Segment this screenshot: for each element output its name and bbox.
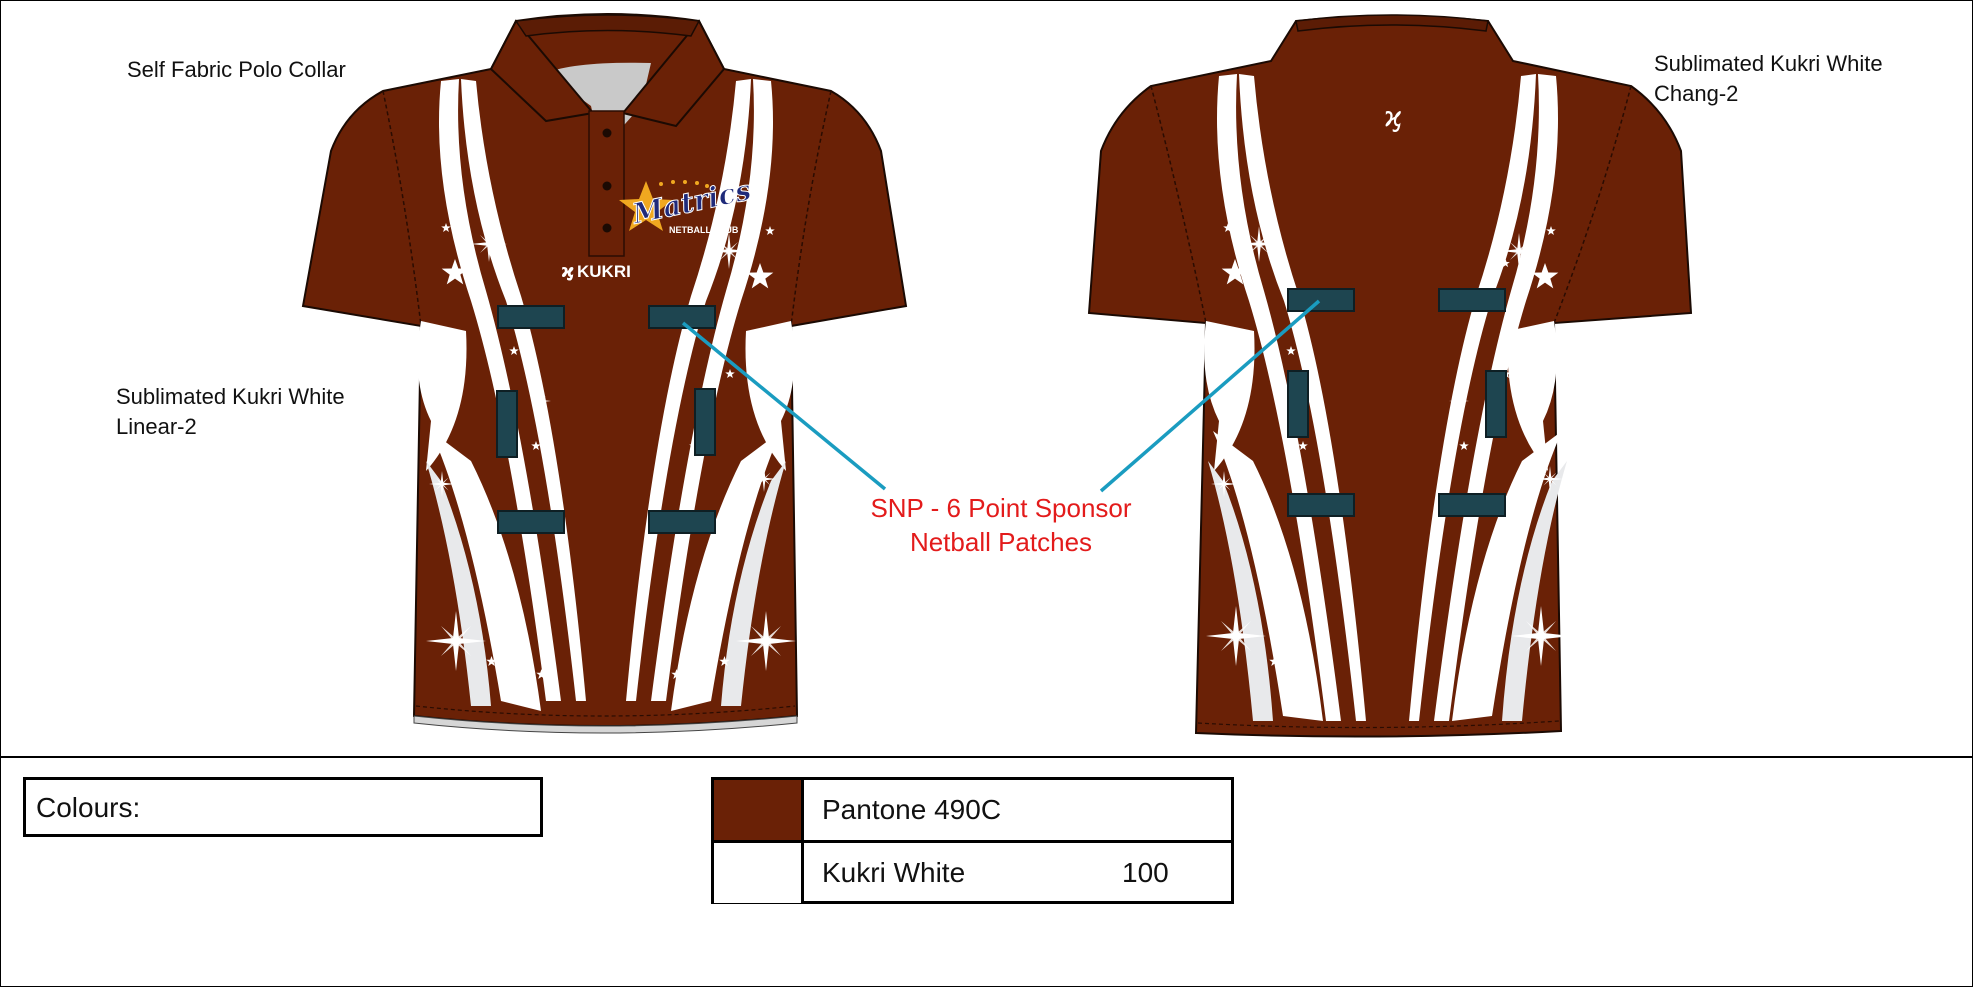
kukri-back-neck-icon: ϗ <box>1384 100 1403 133</box>
sponsor-patch <box>1438 288 1506 312</box>
sponsor-patch <box>1485 370 1507 438</box>
sponsor-patch <box>1287 370 1309 438</box>
kukri-logo-front: ϗ KUKRI <box>561 261 631 282</box>
swatch-name: Pantone 490C <box>822 794 1002 825</box>
sponsor-patch <box>497 305 565 329</box>
kukri-k-icon: ϗ <box>561 261 574 282</box>
sponsor-patch <box>648 305 716 329</box>
section-divider <box>1 756 1973 758</box>
back-pattern-line-1: Sublimated Kukri White <box>1654 51 1883 76</box>
back-shirt: ϗ <box>1087 14 1693 738</box>
patches-note-line-1: SNP - 6 Point Sponsor <box>870 493 1132 523</box>
logo-sub-text: NETBALL CLUB <box>669 225 739 235</box>
back-patch-leader-line <box>1099 299 1321 493</box>
brand-wordmark: KUKRI <box>577 262 631 281</box>
colour-swatch-table: Pantone 490C Kukri White 100 <box>711 777 1234 904</box>
swatch-chip <box>714 843 804 903</box>
colours-label-box: Colours: <box>23 777 543 837</box>
front-patch-leader-line <box>681 321 887 491</box>
back-pattern-note: Sublimated Kukri White Chang-2 <box>1654 49 1883 109</box>
back-pattern-line-2: Chang-2 <box>1654 81 1739 106</box>
front-pattern-note: Sublimated Kukri White Linear-2 <box>116 382 345 442</box>
sponsor-patch <box>648 510 716 534</box>
sponsor-patch <box>497 510 565 534</box>
swatch-name: Kukri White <box>822 857 966 888</box>
logo-star-icon <box>619 181 673 231</box>
swatch-row: Pantone 490C <box>714 780 1231 843</box>
sponsor-patch <box>1287 493 1355 517</box>
sponsor-patch <box>1438 493 1506 517</box>
sponsor-patches-note: SNP - 6 Point Sponsor Netball Patches <box>821 491 1181 559</box>
collar-note: Self Fabric Polo Collar <box>127 55 346 85</box>
front-sponsor-patches <box>496 305 716 534</box>
collar-note-text: Self Fabric Polo Collar <box>127 57 346 82</box>
garment-artwork: Matrics NETBALL CLUB ϗ KUKRI <box>301 13 1693 738</box>
sponsor-patch <box>694 388 716 456</box>
swatch-code: 100 <box>1122 857 1169 888</box>
patches-note-line-2: Netball Patches <box>909 527 1093 557</box>
colours-label: Colours: <box>36 792 141 823</box>
front-pattern-line-2: Linear-2 <box>116 414 197 439</box>
back-sponsor-patches <box>1287 288 1507 517</box>
sponsor-patch <box>1287 288 1355 312</box>
front-shirt: Matrics NETBALL CLUB ϗ KUKRI <box>301 13 908 734</box>
front-pattern-line-1: Sublimated Kukri White <box>116 384 345 409</box>
sponsor-patch <box>496 390 518 458</box>
swatch-row: Kukri White 100 <box>714 843 1231 903</box>
swatch-chip <box>714 780 804 840</box>
